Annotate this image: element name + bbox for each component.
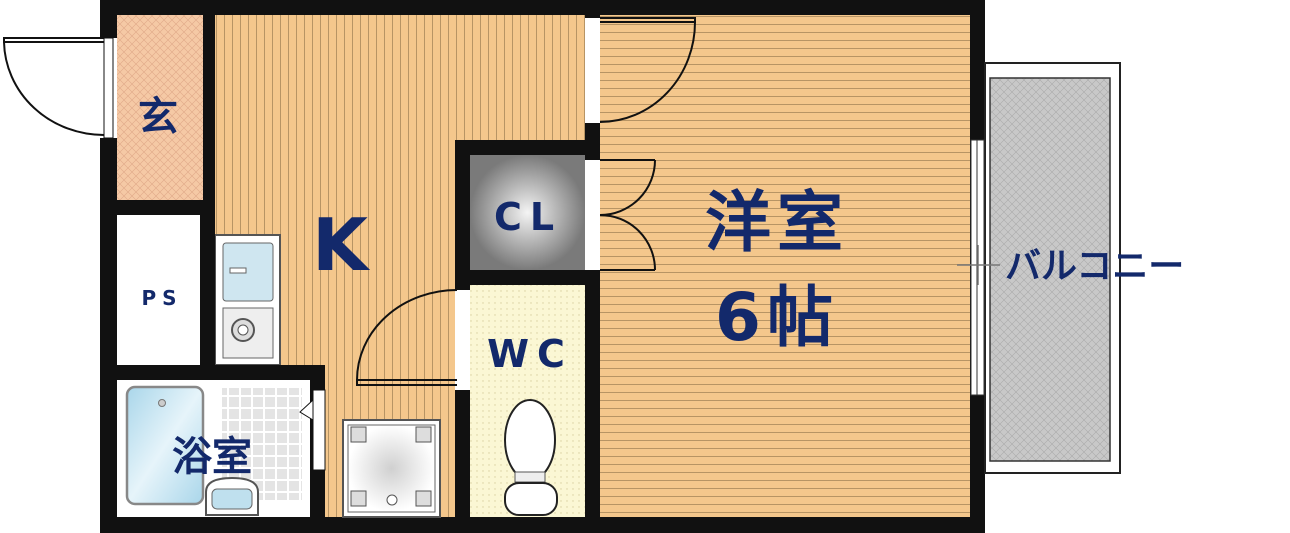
entrance-label: 玄 [138,94,178,140]
ps-wall [117,200,215,215]
toilet-door[interactable] [356,289,470,390]
balcony-label: バルコニー [1005,246,1184,287]
closet-door[interactable] [585,159,656,271]
entrance-door[interactable] [3,37,117,139]
washbasin-bowl [211,488,253,510]
drain-icon [158,399,166,407]
bathtub [125,385,205,506]
kitchen-label: K [312,203,370,287]
toilet-label: WC [487,332,573,376]
closet-interior [470,155,585,270]
western-room-label: 洋室 [705,184,849,261]
ps-label: PS [141,286,182,310]
bath-door-arrow-icon [299,398,314,421]
entrance-wall [203,15,215,365]
pipe-space [117,215,200,365]
balcony [984,62,1121,474]
bath-door[interactable] [312,389,326,471]
western-room-size: 6帖 [715,279,839,356]
bathroom-label: 浴室 [172,434,252,480]
bath-top-wall [117,365,325,380]
washing-machine-pan [342,419,441,518]
kitchen-counter [214,234,281,366]
closet-label: CL [494,195,562,239]
toilet-icon [504,399,558,516]
room-door[interactable] [585,17,696,123]
entrance-floor [117,15,203,200]
